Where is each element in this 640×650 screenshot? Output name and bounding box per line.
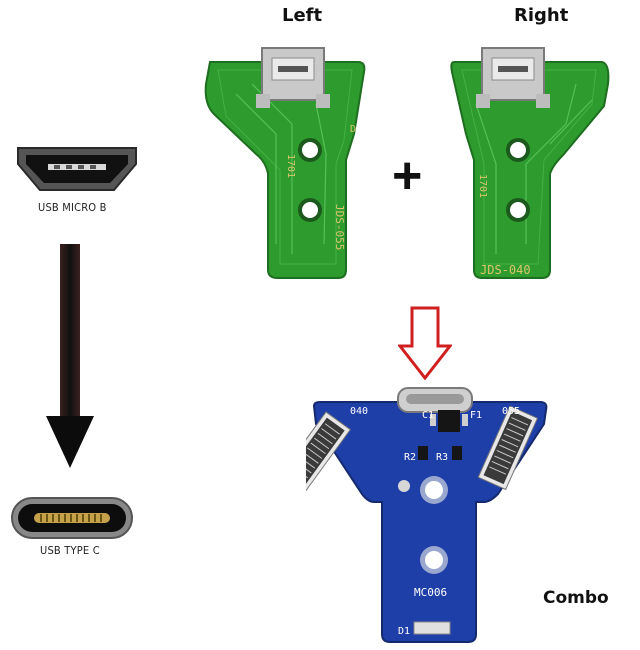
hollow-down-arrow-icon: [398, 306, 452, 380]
usb-type-c-icon: [11, 497, 133, 539]
combo-tag-055: 055: [502, 406, 520, 417]
combo-label-r2: R2: [404, 452, 416, 463]
left-pcb-part-code: JDS-055: [333, 204, 346, 250]
combo-model-mc006: MC006: [414, 586, 447, 599]
combo-pcb-board: 040 055 C1 F1 R2 R3 MC006 D1: [306, 387, 548, 643]
right-pcb-part-code: JDS-040: [480, 263, 531, 277]
usb-type-c-label: USB TYPE C: [40, 544, 100, 557]
left-pcb-d-mark: D: [350, 124, 356, 135]
down-arrow-icon: [46, 244, 94, 468]
right-pcb-date-code: 1701: [477, 174, 488, 198]
combo-label-c1: C1: [422, 410, 434, 421]
right-heading: Right: [514, 5, 569, 26]
left-pcb-date-code: 1701: [285, 154, 296, 178]
usb-micro-b-label: USB MICRO B: [38, 201, 107, 214]
combo-heading: Combo: [543, 588, 609, 608]
combo-tag-040: 040: [350, 406, 368, 417]
left-pcb-board: D 1701 JDS-055: [204, 47, 366, 279]
combo-label-d1: D1: [398, 626, 410, 637]
plus-symbol: +: [392, 147, 423, 205]
right-pcb-board: 1701 JDS-040: [450, 47, 610, 279]
usb-micro-b-icon: [17, 147, 137, 191]
combo-label-f1: F1: [470, 410, 482, 421]
combo-label-r3: R3: [436, 452, 448, 463]
left-heading: Left: [282, 5, 323, 26]
